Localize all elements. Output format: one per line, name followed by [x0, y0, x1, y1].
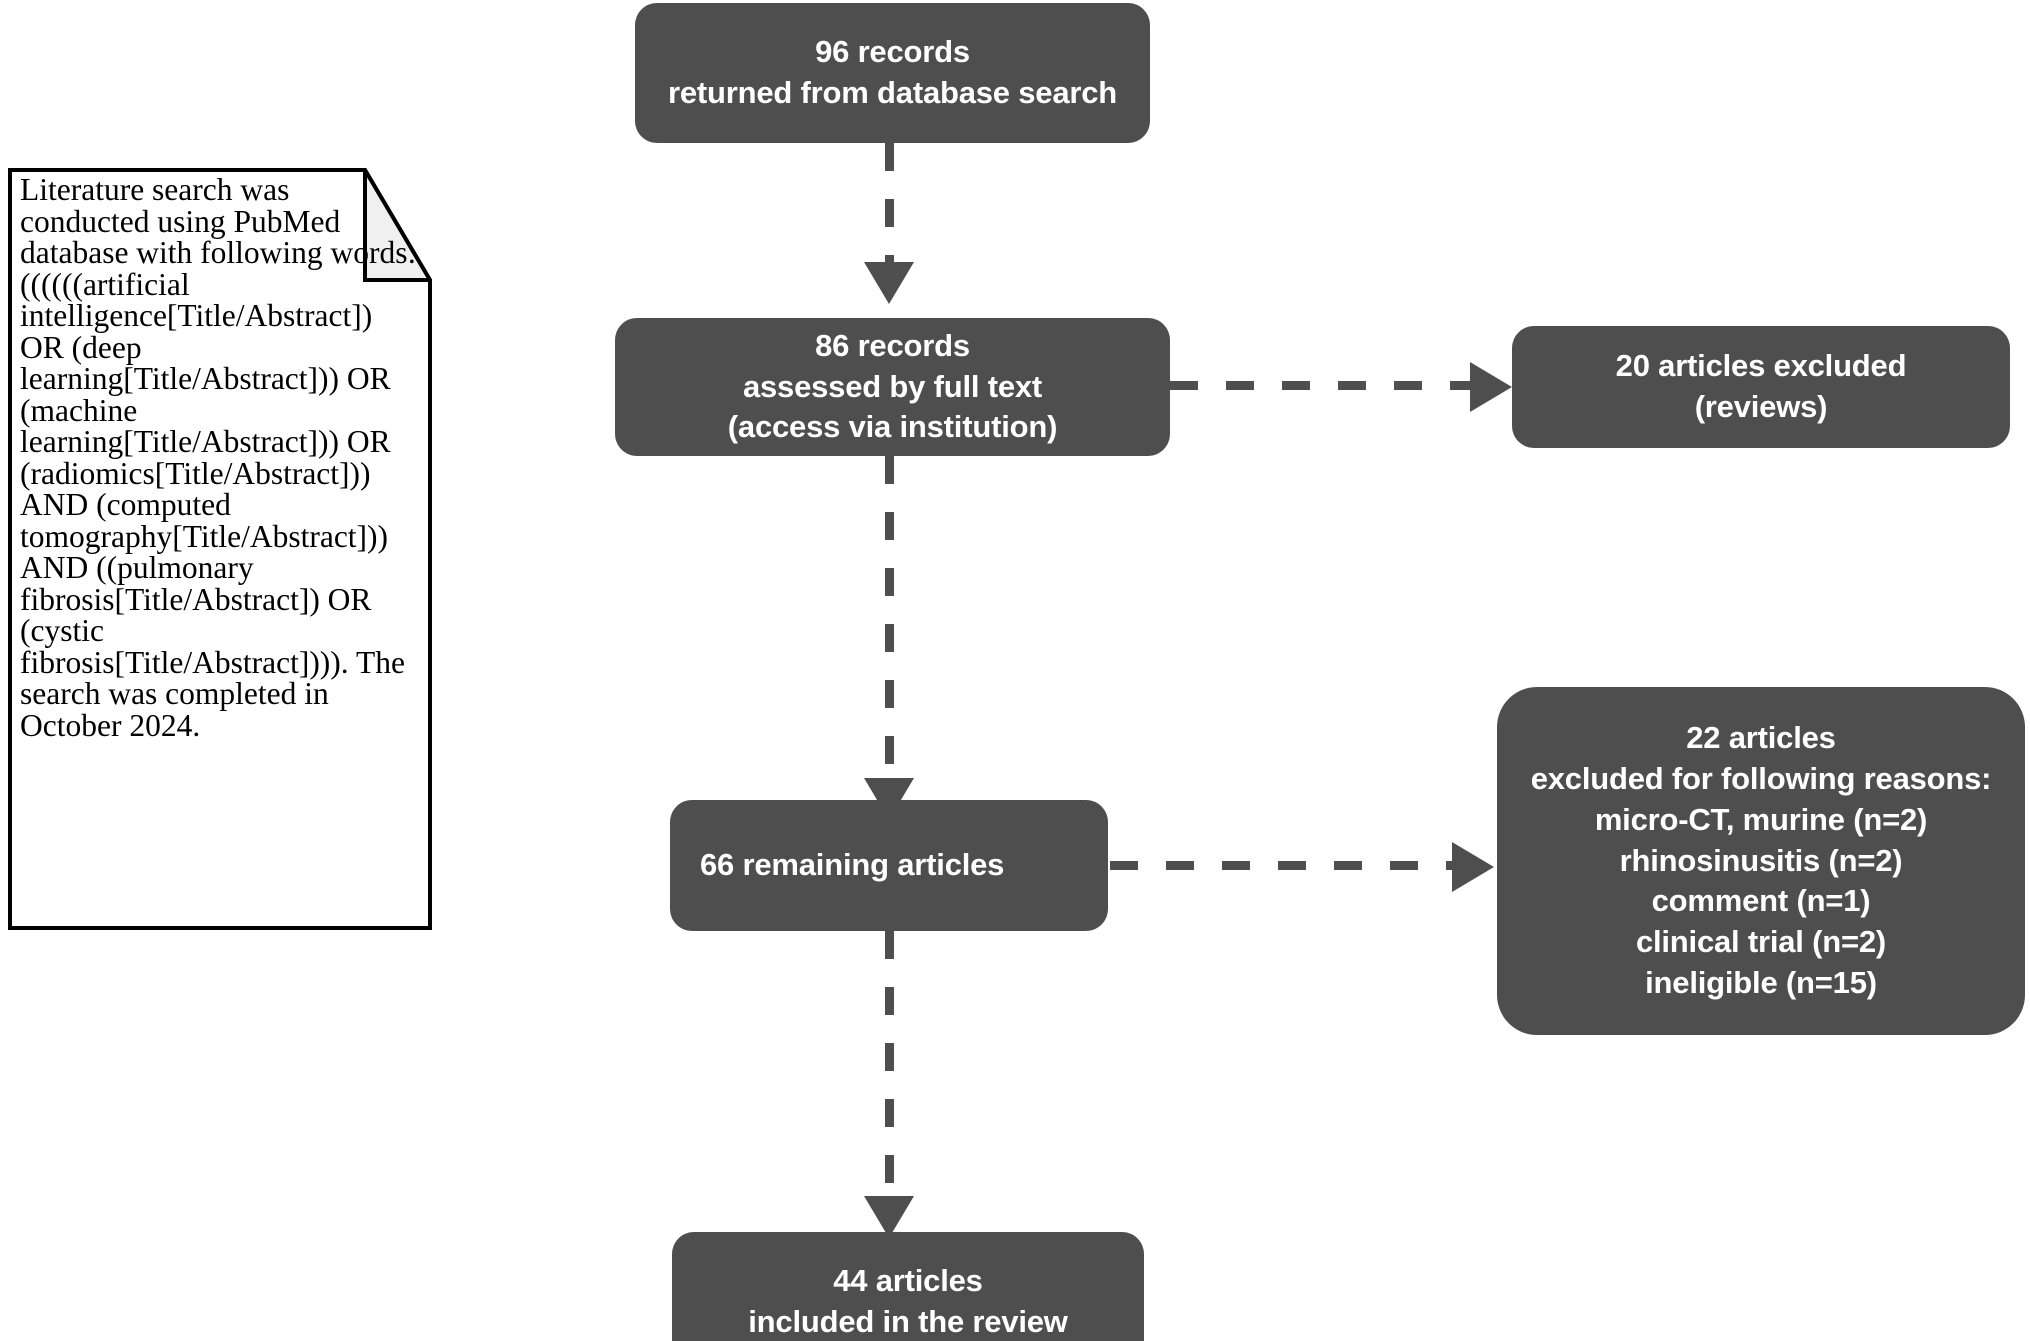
note-shape-icon	[8, 168, 432, 930]
arrow-down-icon	[864, 778, 914, 820]
box-line: excluded for following reasons:	[1530, 760, 1992, 796]
box-line: 44 articles	[833, 1263, 983, 1299]
box-records-assessed: 86 records assessed by full text (access…	[615, 318, 1170, 456]
box-line: (reviews)	[1694, 389, 1828, 424]
search-strategy-note: Literature search was conducted using Pu…	[8, 168, 432, 930]
box-remaining-articles: 66 remaining articles	[670, 800, 1108, 931]
connector-remaining-to-excluded-reasons	[1110, 861, 1458, 870]
box-line: 20 articles excluded	[1615, 348, 1907, 384]
arrow-down-icon	[864, 1196, 914, 1238]
box-line: returned from database search	[667, 75, 1118, 110]
box-line: assessed by full text	[742, 368, 1043, 404]
box-line: clinical trial (n=2)	[1635, 924, 1887, 960]
box-line: 86 records	[815, 327, 970, 363]
note-text: Literature search was conducted using Pu…	[20, 172, 425, 743]
box-records-returned: 96 records returned from database search	[635, 3, 1150, 143]
box-line: (access via institution)	[727, 409, 1058, 445]
connector-assessed-to-excluded-reviews	[1170, 381, 1482, 390]
arrow-down-icon	[864, 262, 914, 304]
box-line: 96 records	[815, 34, 970, 70]
connector-remaining-to-included	[885, 931, 894, 1203]
box-line: comment (n=1)	[1651, 883, 1871, 919]
arrow-right-icon	[1452, 842, 1494, 892]
box-line: micro-CT, murine (n=2)	[1594, 801, 1928, 837]
connector-returned-to-assessed	[885, 143, 894, 266]
box-excluded-reasons: 22 articles excluded for following reaso…	[1497, 687, 2025, 1035]
box-line: ineligible (n=15)	[1645, 965, 1877, 1001]
box-line: 66 remaining articles	[700, 847, 1005, 883]
box-included-articles: 44 articles included in the review	[672, 1232, 1144, 1341]
box-line: included in the review	[748, 1304, 1068, 1339]
arrow-right-icon	[1470, 362, 1512, 412]
box-line: 22 articles	[1686, 719, 1836, 755]
box-line: rhinosinusitis (n=2)	[1619, 842, 1903, 878]
box-excluded-reviews: 20 articles excluded (reviews)	[1512, 326, 2010, 448]
connector-assessed-to-remaining	[885, 456, 894, 786]
